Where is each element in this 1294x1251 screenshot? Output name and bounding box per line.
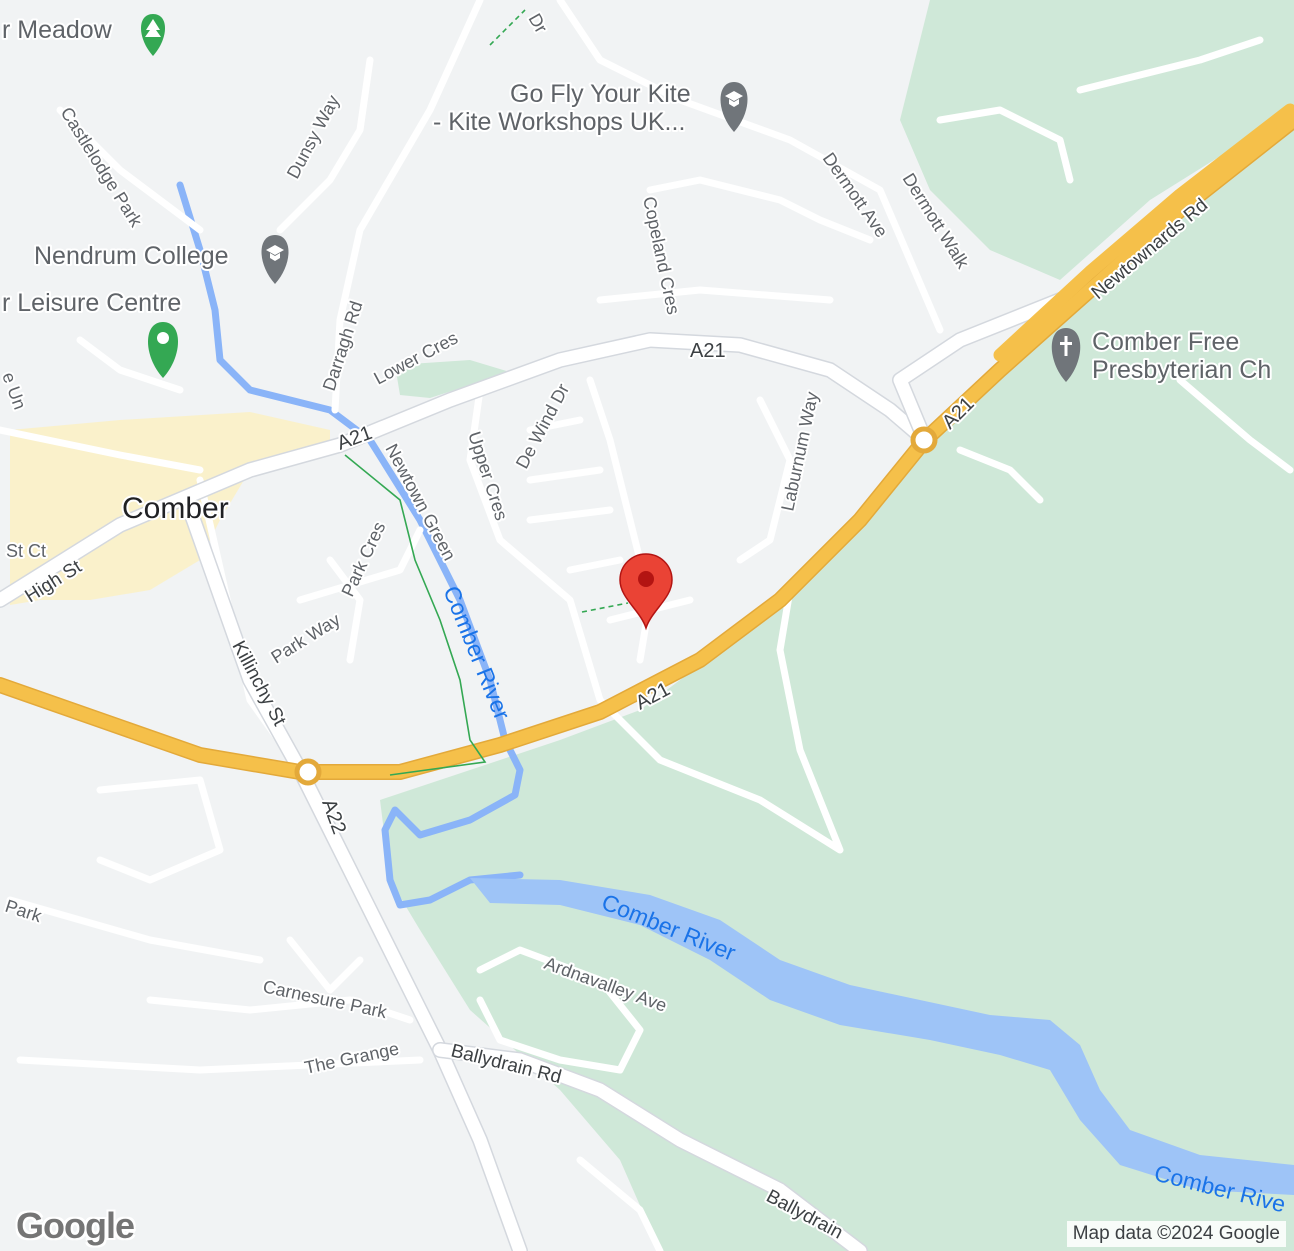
poi-label-meadow[interactable]: r Meadow xyxy=(0,14,115,46)
poi-label-church-line2[interactable]: Presbyterian Ch xyxy=(1090,354,1273,386)
park-lower-cres xyxy=(395,360,510,398)
tree-icon[interactable] xyxy=(141,14,165,56)
google-logo: Google xyxy=(16,1205,135,1246)
footpath-river xyxy=(344,454,487,776)
footpath-dashed-marker xyxy=(581,602,629,613)
poi-label-kite-line2[interactable]: - Kite Workshops UK... xyxy=(431,106,687,138)
map-attribution[interactable]: Map data ©2024 Google xyxy=(1066,1221,1286,1247)
trunk-roads xyxy=(0,103,1294,780)
location-pin-icon[interactable] xyxy=(619,553,673,631)
poi-label-kite-line1[interactable]: Go Fly Your Kite xyxy=(508,78,693,110)
poi-label-college[interactable]: Nendrum College xyxy=(32,240,231,272)
road-label-a21-upper: A21 xyxy=(690,340,726,362)
town-label-comber: Comber xyxy=(122,492,229,525)
roundabout-west xyxy=(294,758,322,786)
poi-label-church-line1[interactable]: Comber Free xyxy=(1090,326,1241,358)
comber-river-stream xyxy=(176,181,524,909)
comber-river-wide xyxy=(470,878,1294,1195)
roundabout-east xyxy=(910,426,938,454)
poi-label-leisure[interactable]: r Leisure Centre xyxy=(0,287,183,319)
main-roads xyxy=(0,292,1068,1251)
graduation-cap-icon[interactable] xyxy=(720,82,748,132)
road-label-st-ct: St Ct xyxy=(6,541,46,561)
park-northeast xyxy=(900,0,1294,280)
graduation-cap-icon[interactable] xyxy=(261,235,289,284)
cross-icon[interactable] xyxy=(1051,328,1081,382)
map-pin-icon[interactable] xyxy=(148,322,178,378)
